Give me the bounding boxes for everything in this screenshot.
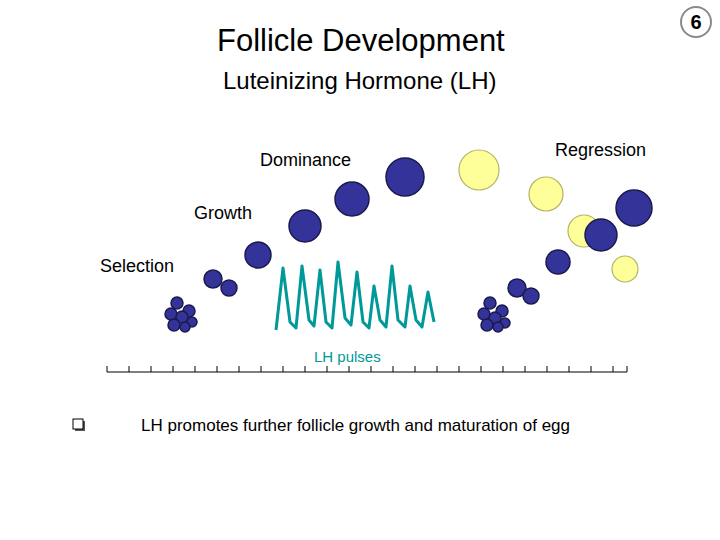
bullet-square — [73, 419, 85, 431]
slide-number-circle: 6 — [680, 6, 712, 38]
time-axis — [107, 366, 627, 372]
stage-label: Regression — [555, 140, 646, 161]
slide-number: 6 — [690, 12, 701, 32]
stage-label: Growth — [194, 203, 252, 224]
slide-title: Follicle Development — [217, 23, 505, 59]
stage-label: Selection — [100, 256, 174, 277]
bullet-text: LH promotes further follicle growth and … — [141, 416, 570, 436]
regressing-follicle — [459, 150, 638, 282]
follicle-group — [165, 158, 652, 332]
stage-label: Dominance — [260, 150, 351, 171]
slide-subtitle: Luteinizing Hormone (LH) — [223, 67, 496, 95]
follicle — [585, 219, 617, 251]
pulse-label: LH pulses — [314, 348, 381, 365]
lh-pulse-wave — [276, 262, 434, 330]
